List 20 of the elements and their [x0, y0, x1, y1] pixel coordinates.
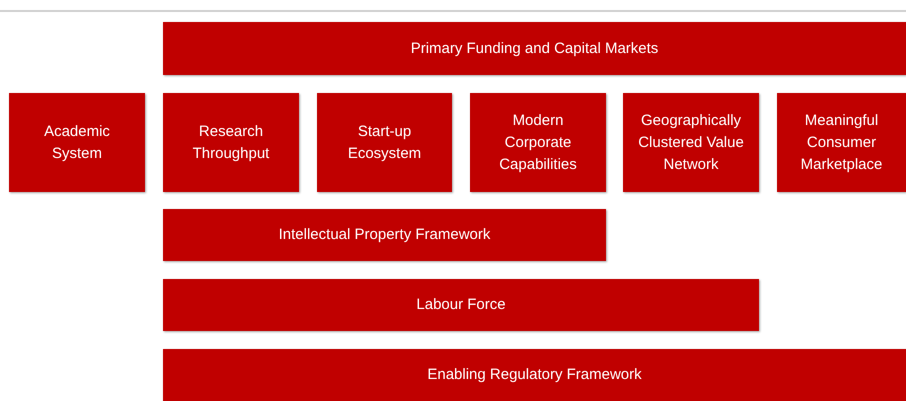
box-label: Academic System	[43, 122, 111, 164]
box-label: Intellectual Property Framework	[278, 225, 490, 245]
box-label: Enabling Regulatory Framework	[427, 365, 642, 385]
box-label: Geographically Clustered Value Network	[637, 110, 745, 174]
box-label: Primary Funding and Capital Markets	[410, 38, 658, 58]
category-box	[163, 279, 759, 331]
category-box	[317, 93, 452, 192]
category-box	[9, 93, 145, 192]
category-box	[163, 349, 906, 401]
category-box	[163, 22, 906, 75]
category-box	[163, 209, 606, 261]
category-box	[777, 93, 906, 192]
box-label: Meaningful Consumer Marketplace	[800, 110, 884, 174]
box-label: Research Throughput	[192, 122, 270, 164]
box-label: Modern Corporate Capabilities	[498, 110, 578, 174]
category-box	[623, 93, 759, 192]
box-label: Start-up Ecosystem	[346, 122, 422, 164]
box-label: Labour Force	[416, 295, 506, 315]
category-box	[470, 93, 606, 192]
category-box	[163, 93, 299, 192]
